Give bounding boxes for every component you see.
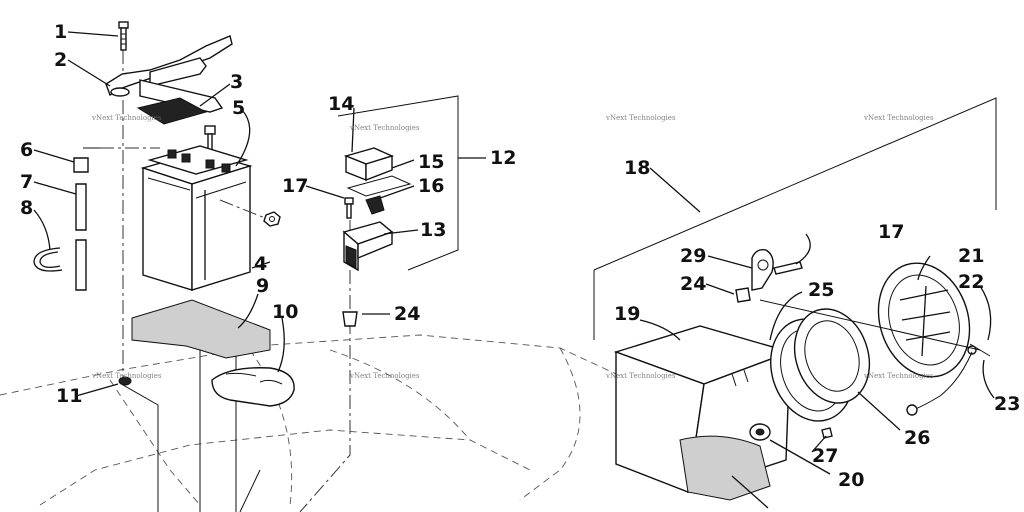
axis-line-right (759, 299, 981, 351)
clip-part-16 (365, 195, 385, 215)
callout-4: 4 (254, 253, 267, 275)
adapter-ring-part-26 (793, 308, 871, 404)
clamp-part-8 (33, 247, 63, 272)
vent-tube-parts-6-7 (73, 157, 89, 291)
watermark-text: vNext Technologies (349, 124, 420, 132)
callout-6: 6 (20, 139, 33, 161)
watermark-text: vNext Technologies (349, 372, 420, 380)
callout-24-left: 24 (394, 303, 420, 325)
leader-lines (33, 31, 995, 509)
housing-outline-part-18 (593, 97, 997, 340)
callout-17-right: 17 (878, 221, 904, 243)
watermark-text: vNext Technologies (605, 372, 676, 380)
screw-part-27 (821, 427, 833, 439)
callout-24-right: 24 (680, 273, 706, 295)
callout-27: 27 (812, 445, 838, 467)
holder-part-13 (342, 221, 394, 272)
filter-cap-part-21 (877, 262, 971, 378)
nut-part (219, 199, 281, 227)
bracket-outline-part-12 (337, 95, 459, 271)
battery-part-4 (140, 145, 253, 291)
callout-14: 14 (328, 93, 354, 115)
callout-3: 3 (230, 71, 243, 93)
callout-15: 15 (418, 151, 444, 173)
grommet-part-24-right (735, 287, 751, 303)
callout-16: 16 (418, 175, 444, 197)
callout-12: 12 (490, 147, 516, 169)
callout-17-left: 17 (282, 175, 308, 197)
callout-29: 29 (680, 245, 706, 267)
watermark-text: vNext Technologies (605, 114, 676, 122)
fitting-part-20 (749, 423, 771, 441)
pad-part-15 (346, 175, 412, 197)
callout-9: 9 (256, 275, 269, 297)
callout-22: 22 (958, 271, 984, 293)
lanyard-part-23 (906, 351, 973, 416)
boot-part-10 (211, 367, 295, 407)
callout-21: 21 (958, 245, 984, 267)
watermark-group: vNext Technologies vNext Technologies vN… (91, 114, 934, 380)
assembly-guides (83, 50, 351, 512)
callout-23: 23 (994, 393, 1020, 415)
screw-part-17-left (344, 197, 354, 219)
callout-2: 2 (54, 49, 67, 71)
callout-1: 1 (54, 21, 67, 43)
screw-part-17-right (773, 261, 803, 275)
hold-down-strap-part-2 (105, 35, 233, 113)
callout-10: 10 (272, 301, 298, 323)
block-part-14 (343, 147, 394, 182)
watermark-text: vNext Technologies (863, 114, 934, 122)
grommet-part-24-left (342, 311, 358, 327)
callout-8: 8 (20, 197, 33, 219)
callout-18: 18 (624, 157, 650, 179)
watermark-text: vNext Technologies (91, 372, 162, 380)
callout-20: 20 (838, 469, 864, 491)
callout-11: 11 (56, 385, 82, 407)
callout-25: 25 (808, 279, 834, 301)
watermark-text: vNext Technologies (91, 114, 162, 122)
mat-part-9 (131, 299, 271, 359)
callout-13: 13 (420, 219, 446, 241)
watermark-text: vNext Technologies (863, 372, 934, 380)
clip-part-29 (751, 248, 774, 291)
airbox-part-19 (613, 325, 793, 501)
callout-7: 7 (20, 171, 33, 193)
pad-part-3 (136, 97, 208, 125)
bolt-part-1 (118, 21, 129, 51)
callout-19: 19 (614, 303, 640, 325)
grommet-part-11 (118, 376, 132, 386)
callout-26: 26 (904, 427, 930, 449)
callout-labels: 1 2 3 4 5 6 7 8 9 10 11 12 13 14 15 16 1… (20, 21, 1020, 491)
callout-5: 5 (232, 97, 245, 119)
